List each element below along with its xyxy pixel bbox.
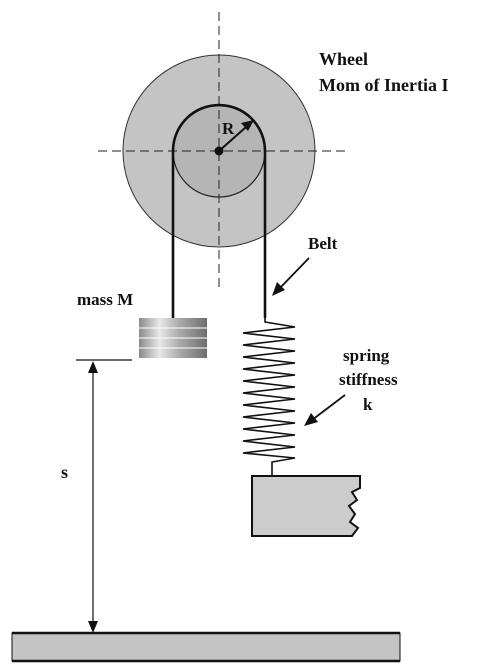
mass-block	[139, 318, 207, 358]
belt	[171, 103, 267, 318]
center-lines	[98, 12, 345, 290]
spring-support-block	[251, 475, 361, 537]
spring	[242, 318, 296, 476]
wheel-label: Wheel	[319, 49, 368, 69]
spring-leader-arrow	[304, 394, 346, 426]
radius-arrow	[218, 119, 255, 152]
ground	[11, 631, 401, 663]
stiffness-symbol-label: k	[363, 395, 373, 414]
mass-label: mass M	[77, 290, 133, 309]
spring-label: spring	[343, 346, 390, 365]
stiffness-label: stiffness	[339, 370, 398, 389]
moment-of-inertia-label: Mom of Inertia I	[319, 75, 448, 95]
belt-leader-arrow	[272, 257, 310, 296]
belt-label: Belt	[308, 234, 338, 253]
distance-label: s	[61, 462, 68, 482]
radius-label: R	[222, 119, 235, 138]
distance-dimension	[76, 359, 132, 633]
